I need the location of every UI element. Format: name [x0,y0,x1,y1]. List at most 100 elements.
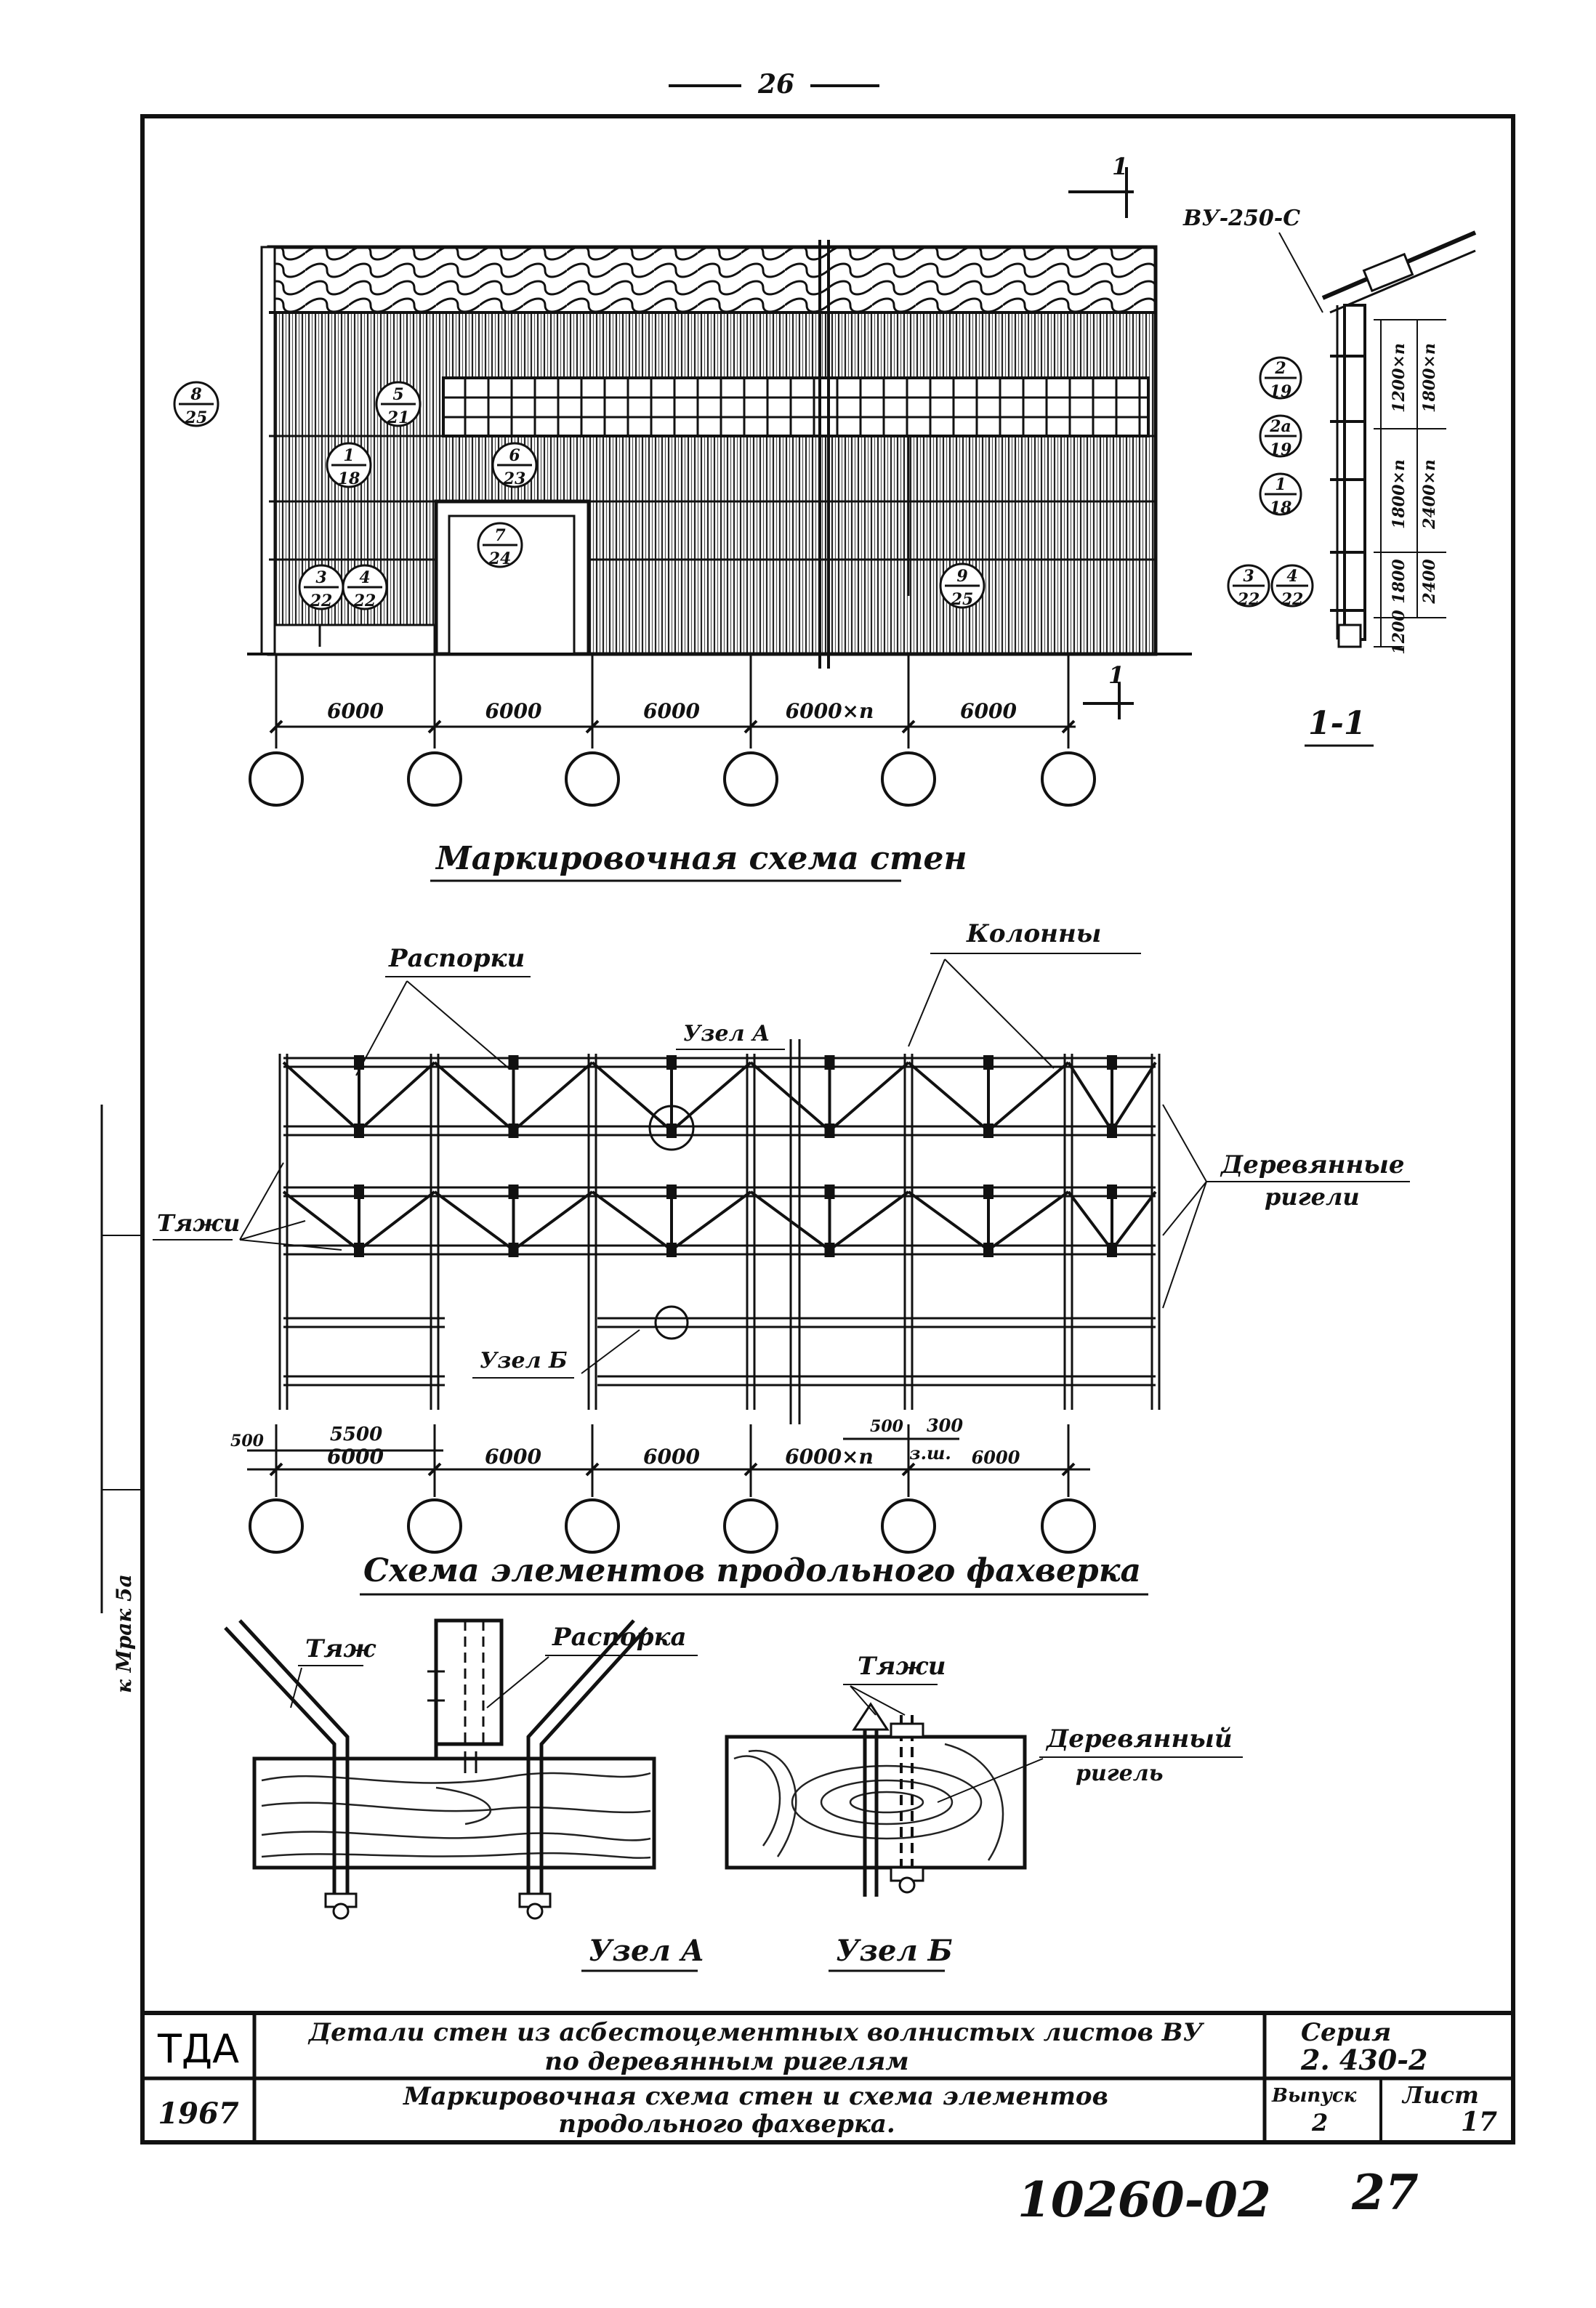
callout-number: 1 [1275,475,1286,494]
elevation-title: Маркировочная схема стен [435,840,967,877]
framing-dim-bottom: 6000 [643,1445,700,1469]
label-node-a: Узел А [683,1021,770,1046]
section-dimension-value: 1200×n [1390,343,1408,413]
framing-dim-top: 300 [927,1415,963,1436]
svg-text:ВУ-250-С: ВУ-250-С [1182,206,1300,231]
title-block-series-value: 2. 430-2 [1300,2043,1427,2076]
framing-scheme [278,1039,1161,1424]
node-b-label-beam-2: ригель [1076,1761,1164,1786]
title-block-series-label: Серия [1301,2018,1391,2047]
framing-dim-bottom: 6000 [972,1447,1020,1468]
framing-title: Схема элементов продольного фахверка [363,1552,1141,1589]
section-dimension-value: 1800 [1390,559,1408,604]
node-a-detail [224,1618,656,1920]
callout-sheet: 22 [1281,590,1304,609]
node-a-title: Узел А [589,1934,704,1968]
dimension-value: 6000×n [786,699,874,723]
callout-number: 6 [509,446,520,465]
node-a-label-tie: Тяж [305,1634,376,1663]
callout-sheet: 18 [1270,499,1292,517]
axis-marker [565,751,620,807]
callout-sheet: 18 [338,469,360,488]
title-block-issue-label: Выпуск [1271,2085,1357,2107]
title-block-org: ТДА [157,2026,239,2072]
section-mark-top: 1 [1068,153,1134,218]
node-b-title: Узел Б [836,1934,953,1968]
framing-dimensions: 500 5500 500 300 6000 6000 6000 6000×n 6000 з.ш. [230,1415,1090,1497]
node-a-marker [648,1105,695,1151]
dimension-value: 6000 [960,699,1017,723]
detail-callout: 219 [1259,356,1302,401]
axis-marker [1041,1498,1096,1554]
callout-sheet: 22 [310,592,333,610]
callout-number: 3 [315,568,326,587]
dimension-value: 6000 [643,699,700,723]
framing-dim-joint: з.ш. [909,1442,951,1464]
page-number: 26 [757,69,794,100]
framing-dim-top: 500 [870,1417,904,1436]
section-dimension-value: 1800×n [1420,343,1439,413]
callout-sheet: 25 [951,590,974,609]
axis-marker [407,751,462,807]
callout-number: 5 [392,385,403,404]
axis-marker [407,1498,462,1554]
axis-marker [723,1498,778,1554]
section-dimension-value: 2400×n [1420,459,1439,530]
callout-sheet: 22 [353,592,376,610]
detail-callout: 422 [342,564,388,610]
detail-callout: 322 [298,564,344,610]
callout-sheet: 25 [185,408,208,427]
callout-number: 4 [359,568,370,587]
node-b-detail [725,1702,1027,1897]
framing-dim-top: 5500 [330,1424,382,1445]
section-dimension-value: 2400 [1420,559,1439,605]
archive-stamp-page: 27 [1351,2164,1419,2221]
axis-marker [881,751,936,807]
section-1-1: ВУ-250-С [1182,206,1477,648]
title-block [140,2011,1515,2144]
detail-callout: 825 [173,381,219,427]
axis-marker [1041,751,1096,807]
framing-dim-top: 500 [230,1432,265,1450]
section-label: 1-1 [1308,705,1366,742]
section-mark-bottom: 1 [1083,661,1134,719]
callout-number: 4 [1286,567,1297,586]
detail-callout: 322 [1227,564,1270,609]
wall-elevation [247,240,1192,669]
title-block-sheet-label: Лист [1401,2081,1479,2109]
framing-dim-bottom: 6000×n [785,1445,874,1469]
framing-dim-bottom: 6000 [485,1445,541,1469]
title-block-year: 1967 [158,2097,238,2131]
label-beams-2: ригели [1265,1183,1360,1211]
axis-marker [249,751,304,807]
callout-number: 3 [1243,567,1254,586]
elevation-axis-markers [249,751,1096,807]
label-columns: Колонны [966,919,1101,948]
dimension-value: 6000 [327,699,384,723]
callout-number: 8 [190,385,201,404]
node-b-label-ties: Тяжи [858,1652,946,1681]
axis-marker [565,1498,620,1554]
detail-callout: 521 [375,381,422,427]
detail-callout: 724 [477,522,523,568]
detail-callout: 118 [326,442,372,488]
title-block-title-1: Детали стен из асбестоцементных волнисты… [307,2018,1205,2047]
callout-sheet: 19 [1270,382,1292,401]
framing-dim-bottom: 6000 [327,1445,384,1469]
detail-callout: 118 [1259,472,1302,517]
label-ties: Тяжи [157,1209,240,1237]
callout-sheet: 23 [503,469,526,488]
node-b-marker [654,1305,689,1340]
callout-number: 1 [343,446,354,465]
callout-sheet: 22 [1237,590,1260,609]
title-block-issue-value: 2 [1311,2109,1328,2136]
callout-number: 2 [1274,359,1286,378]
archive-stamp: 10260-02 [1017,2171,1271,2228]
margin-note: к Мрак 5а [112,1574,136,1693]
svg-text:1: 1 [1112,153,1128,180]
